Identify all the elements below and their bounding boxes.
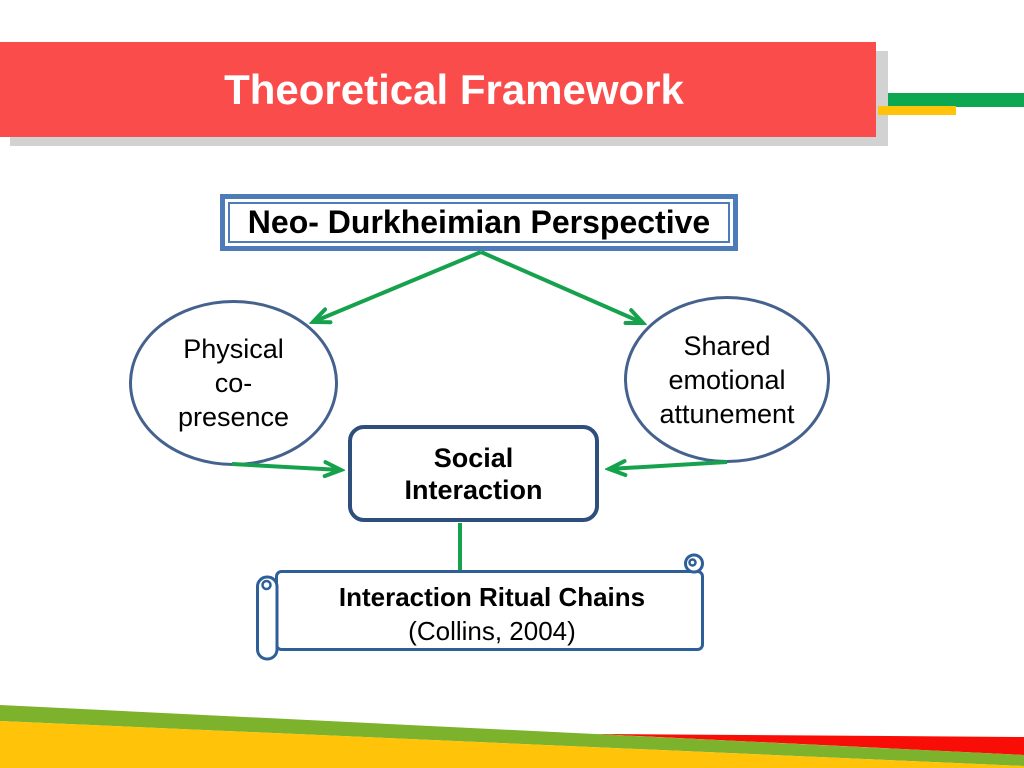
scroll-left-roll <box>256 575 279 661</box>
arrow-right-ellipse-to-social <box>609 462 728 469</box>
slide-title: Theoretical Framework <box>224 65 684 113</box>
physical-copresence-ellipse: Physical co- presence <box>129 300 338 466</box>
physical-copresence-line2: co- <box>214 368 253 398</box>
physical-copresence-line1: Physical <box>183 334 284 364</box>
bottom-stripe-green <box>0 705 1024 766</box>
bottom-stripe-yellow <box>0 721 1024 768</box>
shared-emotional-attunement-ellipse: Shared emotional attunement <box>624 296 830 463</box>
scroll-subtitle: (Collins, 2004) <box>408 616 576 646</box>
arrow-topbox-to-right-ellipse <box>480 250 643 323</box>
neo-durkheimian-label: Neo- Durkheimian Perspective <box>228 202 730 243</box>
shared-attunement-line1: Shared <box>683 330 771 361</box>
accent-bar-yellow <box>878 106 956 115</box>
social-interaction-line2: Interaction <box>404 474 543 505</box>
neo-durkheimian-box: Neo- Durkheimian Perspective <box>220 194 738 251</box>
scroll-text: Interaction Ritual Chains (Collins, 2004… <box>280 580 704 648</box>
social-interaction-box: Social Interaction <box>348 425 599 522</box>
slide-title-banner: Theoretical Framework <box>0 42 876 137</box>
scroll-title: Interaction Ritual Chains <box>338 582 646 612</box>
scroll-right-curl-icon <box>684 553 704 574</box>
scroll-left-curl-icon <box>261 579 272 591</box>
physical-copresence-line3: presence <box>177 402 290 432</box>
scroll-right-curl-inner <box>688 558 697 567</box>
arrow-topbox-to-left-ellipse <box>313 250 482 322</box>
bottom-stripe-red <box>596 734 1024 755</box>
social-interaction-line1: Social <box>433 442 514 473</box>
accent-bar-green <box>888 93 1024 107</box>
shared-attunement-line2: emotional <box>668 364 786 395</box>
shared-attunement-line3: attunement <box>659 398 795 429</box>
